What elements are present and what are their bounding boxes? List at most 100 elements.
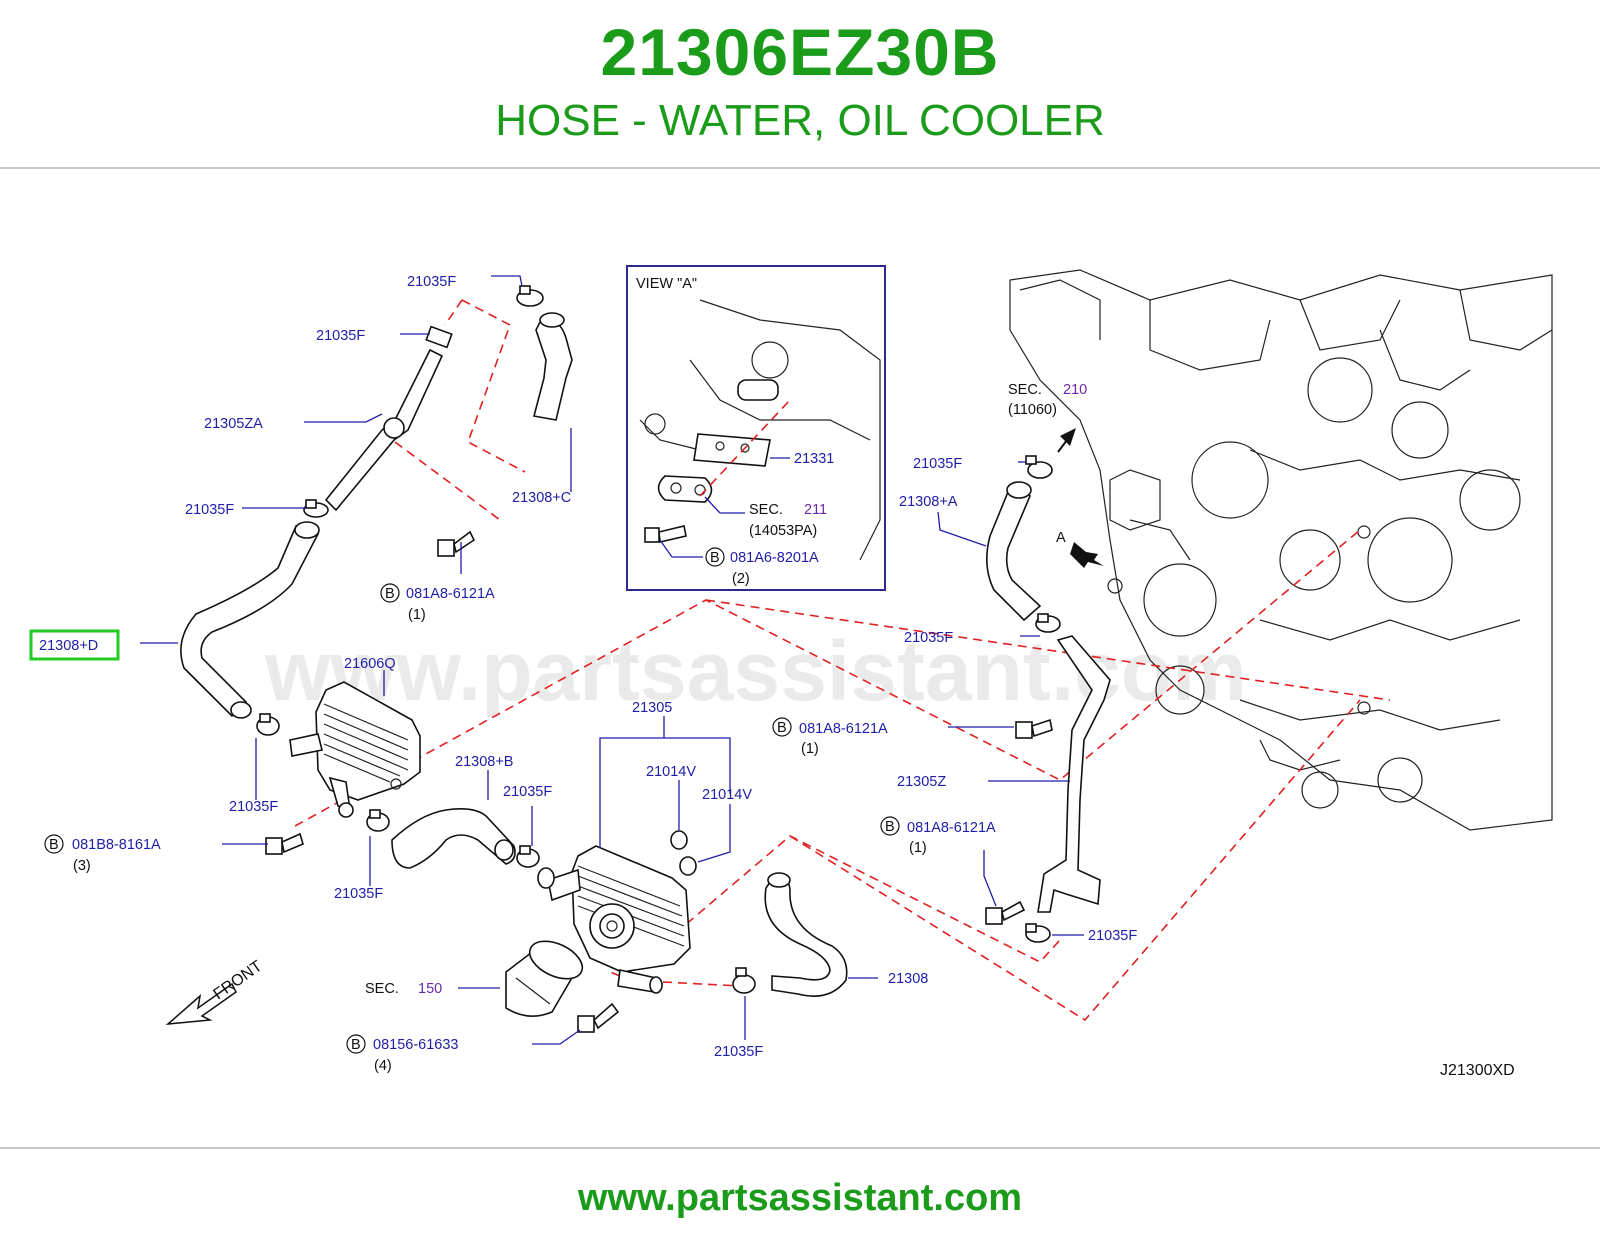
callout-08156-qty: (4) — [374, 1058, 392, 1074]
b-marker-icon — [880, 816, 900, 836]
callout-sec211-prefix: SEC. — [749, 502, 783, 518]
bolt-08156[interactable] — [577, 1002, 620, 1033]
footer-divider — [0, 1147, 1600, 1149]
b-marker-label: B — [885, 819, 895, 835]
clamp-21035f-3[interactable] — [303, 499, 329, 518]
callout-sec210-sub: (11060) — [1008, 402, 1057, 418]
sec210-arrow-icon — [1057, 428, 1076, 453]
callout-081a8-2-qty: (1) — [801, 741, 819, 757]
callout-21305z[interactable]: 21305Z — [897, 774, 946, 790]
bolt-081b8[interactable] — [265, 832, 304, 855]
part-number-title: 21306EZ30B — [600, 15, 1000, 89]
callout-081a8-2[interactable]: 081A8-6121A — [799, 721, 888, 737]
hose-21308[interactable] — [764, 876, 848, 997]
callout-081a6-qty: (2) — [732, 571, 750, 587]
b-marker-label: B — [351, 1037, 361, 1053]
callout-21308a[interactable]: 21308+A — [899, 494, 958, 510]
gasket-21331[interactable] — [693, 433, 771, 467]
b-marker-icon — [705, 547, 725, 567]
oil-cooler-21606q[interactable] — [289, 681, 421, 818]
callout-081a8-3-qty: (1) — [909, 840, 927, 856]
clamp-21035f-2[interactable] — [425, 325, 453, 349]
callout-21035f-8[interactable]: 21035F — [913, 456, 962, 472]
footer-url-link[interactable]: www.partsassistant.com — [577, 1177, 1023, 1219]
part-description: HOSE - WATER, OIL COOLER — [495, 96, 1105, 145]
callout-081b8-qty: (3) — [73, 858, 91, 874]
oil-filter-sec150[interactable] — [505, 934, 588, 1017]
callout-21308[interactable]: 21308 — [888, 971, 928, 987]
header-divider — [0, 167, 1600, 169]
connector-14053pa[interactable] — [657, 475, 713, 503]
callout-081a8-1[interactable]: 081A8-6121A — [406, 586, 495, 602]
o-ring-21014v-2[interactable] — [679, 856, 697, 876]
callout-081b8[interactable]: 081B8-8161A — [72, 837, 161, 853]
pipe-21305z[interactable] — [1037, 635, 1111, 913]
o-ring-21014v-1[interactable] — [670, 830, 688, 850]
callout-sec210[interactable]: 210 — [1063, 382, 1087, 398]
front-label: FRONT — [211, 958, 266, 1004]
b-marker-icon — [380, 583, 400, 603]
callout-sec211-sub: (14053PA) — [749, 523, 817, 539]
callout-21035f-9[interactable]: 21035F — [904, 630, 953, 646]
b-marker-label: B — [49, 837, 59, 853]
callout-21035f-3[interactable]: 21035F — [185, 502, 234, 518]
callout-21035f-7[interactable]: 21035F — [714, 1044, 763, 1060]
b-marker-icon — [44, 834, 64, 854]
callout-sec210-prefix: SEC. — [1008, 382, 1042, 398]
clamp-21035f-7[interactable] — [732, 967, 756, 994]
callout-21035f-top[interactable]: 21035F — [407, 274, 456, 290]
bolt-081a8-2[interactable] — [1015, 718, 1053, 739]
clamp-21035f-8[interactable] — [1025, 455, 1053, 479]
bolt-081a8-1[interactable] — [437, 530, 476, 557]
callout-21035f-2[interactable]: 21035F — [316, 328, 365, 344]
page-header: 21306EZ30B HOSE - WATER, OIL COOLER — [0, 0, 1600, 168]
callout-21305za[interactable]: 21305ZA — [204, 416, 263, 432]
front-arrow-icon — [165, 982, 237, 1025]
hose-21308b[interactable] — [391, 808, 516, 869]
callout-21308d[interactable]: 21308+D — [39, 638, 98, 654]
b-marker-label: B — [710, 550, 720, 566]
callout-081a8-1-qty: (1) — [408, 607, 426, 623]
engine-block-illustration — [1009, 269, 1553, 831]
bolt-081a6[interactable] — [644, 525, 687, 543]
callout-21308b[interactable]: 21308+B — [455, 754, 513, 770]
callout-21014v-2[interactable]: 21014V — [702, 787, 752, 803]
clamp-21035f-6[interactable] — [516, 845, 540, 868]
hose-21308c[interactable] — [533, 317, 573, 421]
callout-leader-lines — [140, 275, 1084, 1045]
b-marker-icon — [772, 717, 792, 737]
callout-081a6[interactable]: 081A6-8201A — [730, 550, 819, 566]
clamp-21035f-5[interactable] — [366, 809, 390, 832]
callout-21035f-4[interactable]: 21035F — [229, 799, 278, 815]
diagram-code: J21300XD — [1440, 1062, 1515, 1079]
callout-21035f-6[interactable]: 21035F — [503, 784, 552, 800]
callout-21308c[interactable]: 21308+C — [512, 490, 571, 506]
callout-21305[interactable]: 21305 — [632, 700, 672, 716]
view-a-arrow-icon — [1070, 542, 1104, 568]
callout-081a8-3[interactable]: 081A8-6121A — [907, 820, 996, 836]
callout-sec150-prefix: SEC. — [365, 981, 399, 997]
callout-sec211[interactable]: 211 — [804, 502, 827, 518]
clamp-21035f-top[interactable] — [516, 285, 544, 307]
callout-sec150[interactable]: 150 — [418, 981, 442, 997]
callout-21035f-10[interactable]: 21035F — [1088, 928, 1137, 944]
callout-21014v-1[interactable]: 21014V — [646, 764, 696, 780]
bolt-081a8-3[interactable] — [985, 900, 1026, 925]
callout-21331[interactable]: 21331 — [794, 451, 834, 467]
b-marker-label: B — [777, 720, 787, 736]
selected-part-highlight — [29, 629, 120, 661]
oil-cooler-21305[interactable] — [537, 845, 691, 994]
callout-21035f-5[interactable]: 21035F — [334, 886, 383, 902]
clamp-21035f-4[interactable] — [256, 713, 280, 736]
b-marker-icon — [346, 1034, 366, 1054]
view-a-inset: VIEW "A" 21331 SEC. 211 (14053PA) B 081A… — [626, 265, 886, 591]
hose-21308a[interactable] — [986, 488, 1042, 622]
clamp-21035f-10[interactable] — [1025, 923, 1051, 943]
clamp-21035f-9[interactable] — [1035, 613, 1061, 633]
view-a-marker: A — [1056, 530, 1066, 546]
dashed-guide-lines — [294, 299, 1391, 1022]
view-a-title: VIEW "A" — [636, 276, 697, 292]
callout-21606q[interactable]: 21606Q — [344, 656, 396, 672]
callout-08156[interactable]: 08156-61633 — [373, 1037, 458, 1053]
